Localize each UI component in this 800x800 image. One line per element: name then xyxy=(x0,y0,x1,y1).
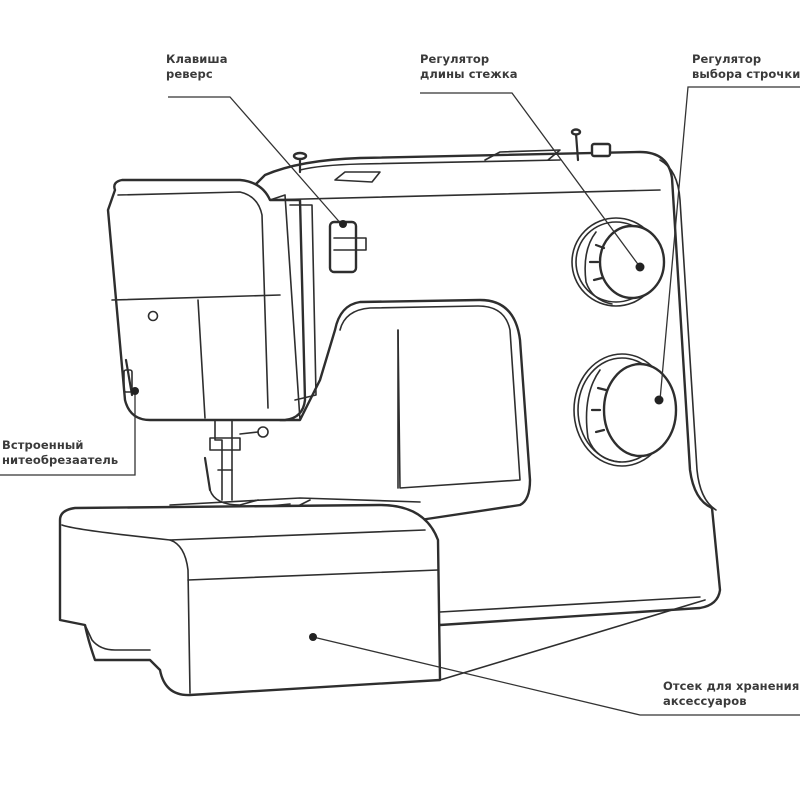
callout-accessory-storage-line1: Отсек для хранения xyxy=(663,679,800,693)
leader-dot-stitch-length xyxy=(635,262,645,272)
leader-reverse-key xyxy=(168,96,344,227)
callout-stitch-length-line1: Регулятор xyxy=(420,52,490,66)
callout-thread-cutter-line2: нитеобрезаатель xyxy=(2,453,119,467)
callout-thread-cutter-line1: Встроенный xyxy=(2,438,84,452)
leader-dot-thread-cutter xyxy=(131,387,139,395)
leader-stitch-selector xyxy=(659,86,800,401)
leader-stitch-length xyxy=(420,92,641,268)
callout-thread-cutter: Встроенный нитеобрезаатель xyxy=(2,438,118,468)
leader-accessory-storage xyxy=(312,636,800,716)
callout-reverse-key: Клавиша реверс xyxy=(166,52,228,82)
leader-dot-stitch-selector xyxy=(654,395,664,405)
stitch-selector-dial xyxy=(573,353,678,467)
callout-stitch-selector-dial: Регулятор выбора строчки xyxy=(692,52,800,82)
machine-head xyxy=(106,178,367,422)
leader-dot-accessory-storage xyxy=(309,633,317,641)
callout-reverse-key-line1: Клавиша xyxy=(166,52,228,66)
callout-accessory-storage: Отсек для хранения аксессуаров xyxy=(663,679,799,709)
callout-stitch-length-line2: длины стежка xyxy=(420,67,518,81)
leader-dot-reverse-key xyxy=(339,220,347,228)
callout-reverse-key-line2: реверс xyxy=(166,67,213,81)
callout-accessory-storage-line2: аксессуаров xyxy=(663,694,747,708)
callout-stitch-selector-line1: Регулятор xyxy=(692,52,762,66)
leader-lines xyxy=(0,86,800,716)
leader-thread-cutter xyxy=(0,393,136,476)
stitch-length-dial xyxy=(571,217,666,307)
callout-stitch-length-dial: Регулятор длины стежка xyxy=(420,52,518,82)
accessory-box xyxy=(58,503,442,697)
callout-stitch-selector-line2: выбора строчки xyxy=(692,67,800,81)
presser-foot-assembly xyxy=(203,419,269,506)
